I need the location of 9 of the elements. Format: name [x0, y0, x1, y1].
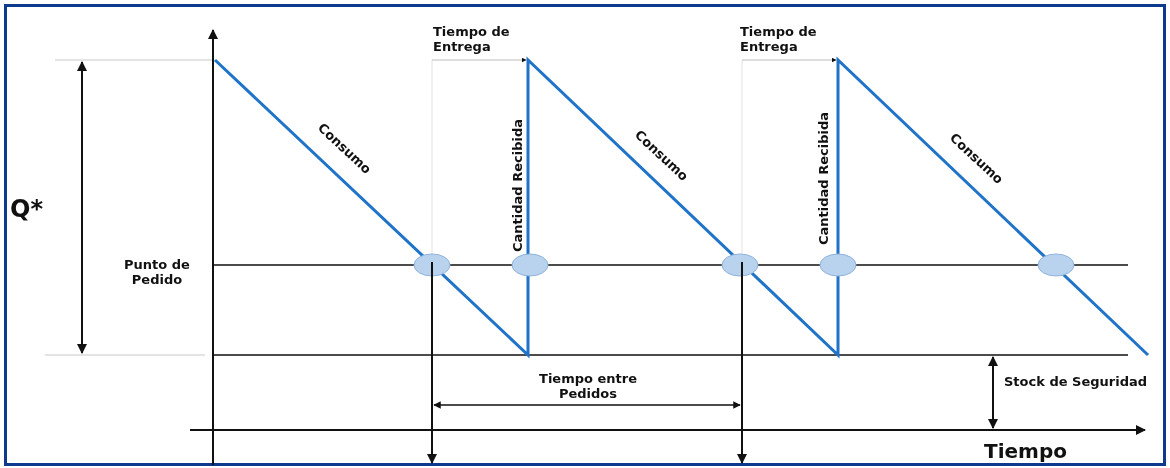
time-between-orders-label: Tiempo entre Pedidos [538, 371, 638, 401]
time-axis-label: Tiempo [984, 440, 1068, 462]
quantity-received-label: Cantidad Recibida [815, 111, 831, 245]
lead-time-label: Tiempo de Entrega [433, 24, 511, 54]
safety-stock-label: Stock de Seguridad [1004, 374, 1149, 389]
lead-time-label: Tiempo de Entrega [740, 24, 818, 54]
quantity-received-label: Cantidad Recibida [509, 118, 525, 252]
order-quantity-label: Q* [10, 196, 44, 222]
reorder-point-label: Punto de Pedido [123, 257, 191, 287]
